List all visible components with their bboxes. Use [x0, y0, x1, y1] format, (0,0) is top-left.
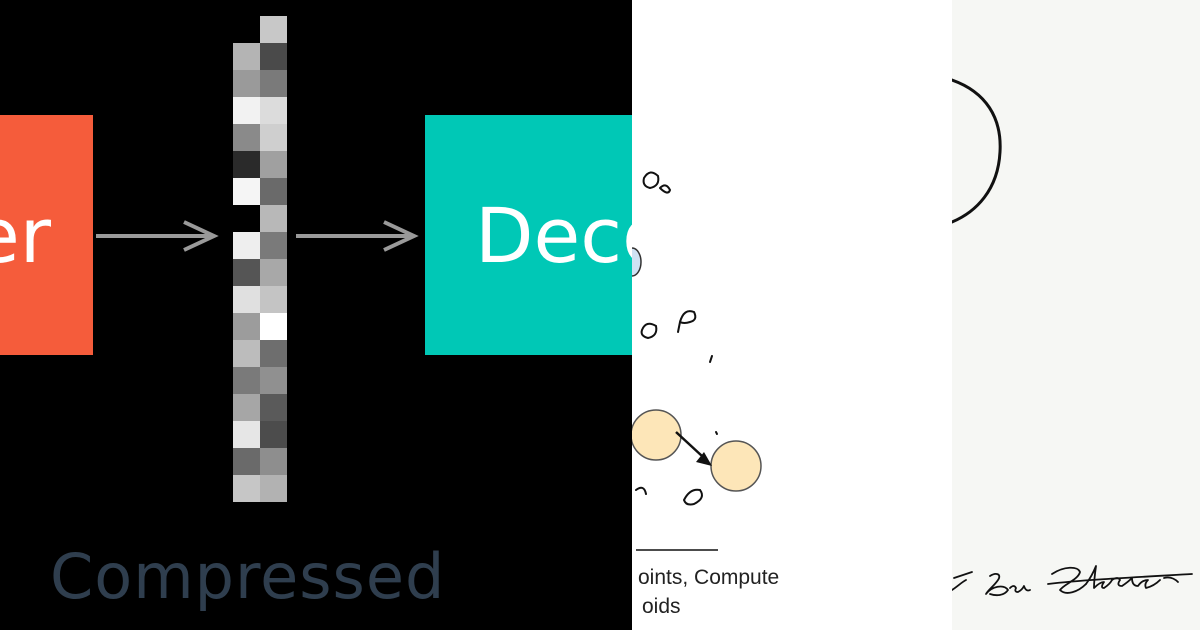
decoder-box: Decoder — [425, 115, 632, 355]
vector-cell — [233, 367, 260, 394]
arrow-encoder-to-vector — [96, 220, 219, 252]
vector-cell — [260, 313, 287, 340]
vector-cell — [233, 448, 260, 475]
vector-cell — [233, 70, 260, 97]
encoder-box: Encoder — [0, 115, 93, 355]
encoder-label: Encoder — [0, 190, 51, 280]
kmeans-caption-line2: oids — [642, 595, 681, 618]
vector-cell — [233, 259, 260, 286]
vector-cell — [233, 151, 260, 178]
vector-cell — [233, 421, 260, 448]
vector-cell — [233, 178, 260, 205]
vector-cell — [233, 43, 260, 70]
vector-cell — [233, 340, 260, 367]
vector-cell — [260, 205, 287, 232]
signature-graphics — [952, 78, 1193, 597]
centroid-new — [710, 440, 762, 492]
vector-cell — [260, 232, 287, 259]
sketch-point — [659, 184, 672, 194]
vector-cell — [233, 394, 260, 421]
decoder-label: Decoder — [475, 190, 632, 280]
kmeans-panel: oints, Compute oids — [632, 0, 952, 630]
vector-cell — [260, 340, 287, 367]
vector-cell — [233, 124, 260, 151]
vector-cell — [260, 178, 287, 205]
sketch-point — [683, 488, 703, 506]
signature-panel — [952, 0, 1200, 630]
sketch-curve — [952, 78, 1002, 224]
vector-cell — [260, 448, 287, 475]
kmeans-graphics — [632, 171, 762, 551]
sketch-point — [715, 431, 718, 435]
sketch-point — [677, 310, 697, 333]
kmeans-caption: oints, Compute oids — [638, 563, 779, 621]
vector-cell — [233, 205, 260, 232]
vector-cell — [260, 394, 287, 421]
autoencoder-graphics — [96, 16, 419, 502]
vector-cell — [233, 475, 260, 502]
compressed-label: Compressed — [50, 540, 446, 613]
vector-cell — [260, 367, 287, 394]
vector-cell — [233, 16, 260, 43]
vector-cell — [233, 313, 260, 340]
kmeans-caption-line1: oints, Compute — [638, 566, 780, 589]
vector-cell — [260, 124, 287, 151]
vector-cell — [260, 421, 287, 448]
vector-cell — [233, 286, 260, 313]
vector-cell — [233, 97, 260, 124]
centroid-old — [632, 409, 682, 461]
sketch-point — [635, 486, 647, 495]
vector-cell — [260, 97, 287, 124]
handwritten-signature — [952, 565, 1193, 597]
vector-cell — [260, 16, 287, 43]
vector-cell — [260, 43, 287, 70]
vector-cell — [260, 151, 287, 178]
arrow-vector-to-decoder — [296, 220, 419, 252]
blue-point — [632, 247, 642, 277]
sketch-point — [640, 322, 658, 340]
vector-cell — [233, 232, 260, 259]
vector-cell — [260, 259, 287, 286]
autoencoder-panel: Encoder Decoder Compressed — [0, 16, 632, 613]
vector-cell — [260, 286, 287, 313]
centroid-move-arrow — [675, 431, 712, 466]
compressed-vector — [233, 16, 287, 502]
sketch-point — [642, 171, 660, 190]
vector-cell — [260, 70, 287, 97]
sketch-point — [709, 355, 713, 363]
vector-cell — [260, 475, 287, 502]
